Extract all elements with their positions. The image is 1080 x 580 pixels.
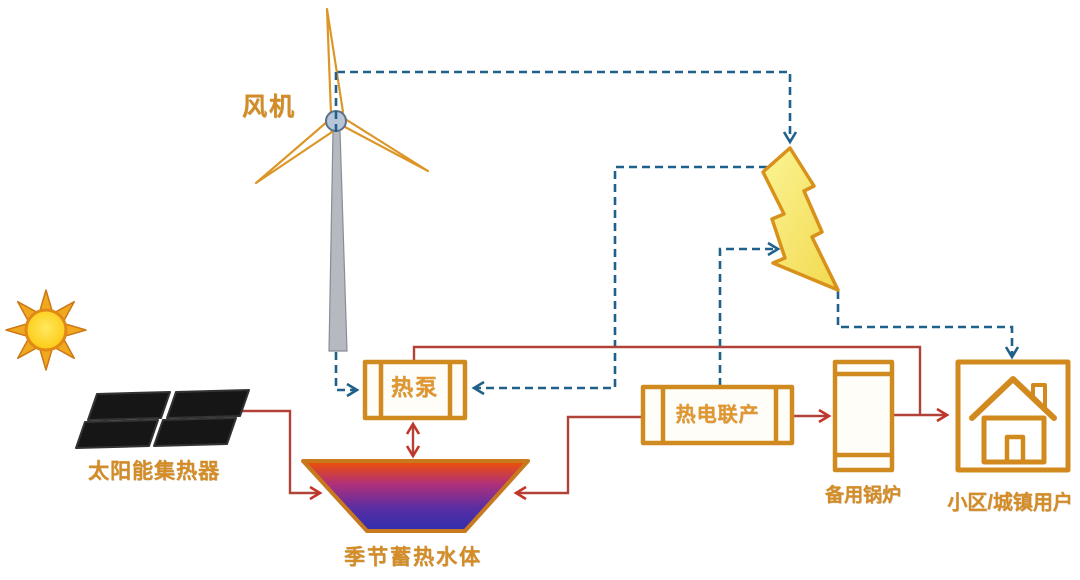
house-icon xyxy=(955,359,1071,473)
backup-boiler-box xyxy=(832,359,895,473)
chp-to-storage-line xyxy=(513,415,643,501)
turbine-blade-right xyxy=(340,115,430,173)
electricity-lines xyxy=(334,70,1020,398)
house-roof xyxy=(969,376,1057,421)
heatpump-to-users-line xyxy=(412,345,922,414)
heat-pump-label: 热泵 xyxy=(390,375,439,400)
chp-to-grid-line xyxy=(718,241,781,386)
wind-turbine-icon xyxy=(254,7,430,352)
wind-turbine-label: 风机 xyxy=(242,93,297,121)
solar-panel-icon xyxy=(75,389,250,449)
sun-icon xyxy=(5,289,87,371)
solar-collector-label: 太阳能集热器 xyxy=(88,460,220,483)
turbine-blade-left xyxy=(254,119,334,185)
heat-pump-box xyxy=(362,359,468,421)
turbine-tower xyxy=(328,130,348,352)
chp-label: 热电联产 xyxy=(675,404,760,426)
lightning-icon xyxy=(761,146,840,292)
backup-boiler-label: 备用锅炉 xyxy=(824,485,901,506)
wind-to-heatpump-line xyxy=(334,352,360,398)
heat-lines xyxy=(242,345,950,501)
grid-to-users-line xyxy=(836,291,1020,360)
house-door xyxy=(1004,434,1026,465)
wind-to-grid-line xyxy=(337,70,798,145)
solar-to-storage-line xyxy=(242,409,323,501)
seasonal-storage-label: 季节蓄热水体 xyxy=(344,546,482,569)
users-label: 小区/城镇用户 xyxy=(947,492,1073,514)
chp-box xyxy=(640,384,795,446)
grid-to-heatpump-line xyxy=(471,165,767,396)
storage-basin-shape xyxy=(301,459,530,533)
